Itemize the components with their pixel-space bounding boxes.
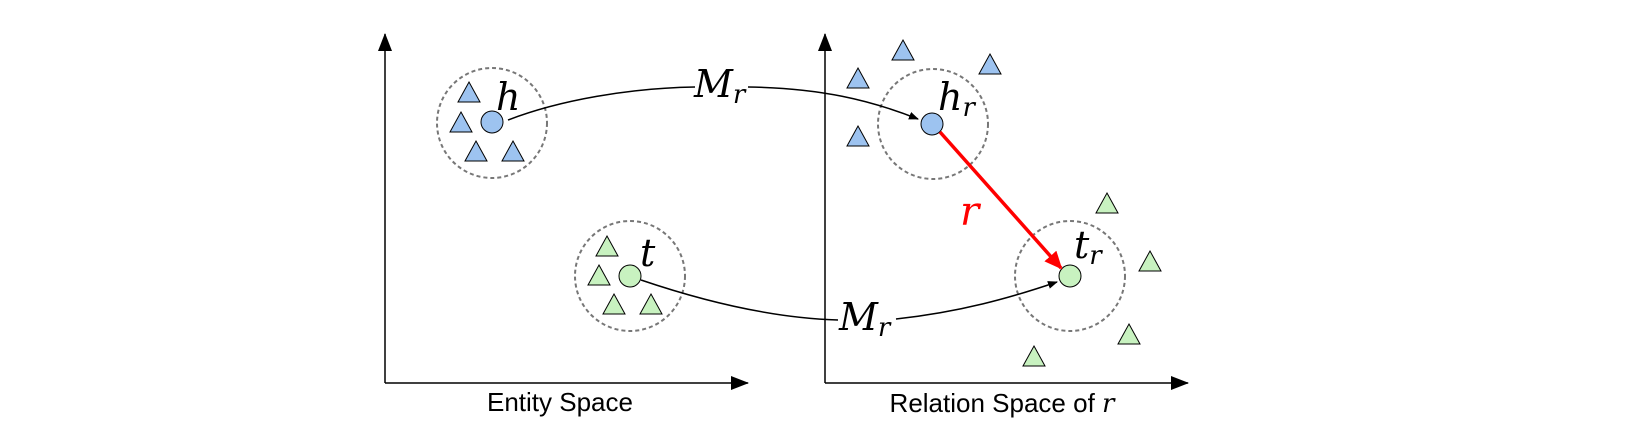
right-axes [818, 33, 1189, 390]
projected-tail-triangle [1095, 191, 1119, 214]
head-label: h [496, 75, 520, 119]
head-neighbor-triangle [501, 139, 525, 162]
relation-translation: r [938, 130, 1063, 270]
projected-head-triangle [978, 52, 1002, 75]
left-axes [378, 33, 749, 390]
tail-neighbor-triangle [639, 292, 663, 315]
projected-head-triangle [891, 38, 915, 61]
relation-space-title: Relation Space of r [890, 388, 1116, 419]
projected-tail-ring [1014, 220, 1126, 332]
head-neighbor-triangle [457, 80, 481, 103]
right-tail-cluster: tr [1014, 191, 1162, 367]
projected-tail-triangle [1138, 249, 1162, 272]
tail-entity-node [618, 264, 642, 288]
entity-space-title: Entity Space [487, 387, 633, 417]
projection-bottom: Mr [640, 280, 1057, 343]
left-tail-cluster: t [574, 220, 686, 332]
head-neighbor-triangle [464, 139, 488, 162]
projected-head-triangle [846, 66, 870, 89]
relation-arrow [938, 130, 1063, 270]
projected-tail-node [1058, 264, 1082, 288]
projection-arrow-head [507, 86, 918, 120]
projected-tail-label: tr [1074, 223, 1103, 271]
projection-matrix-label: Mr [838, 295, 892, 343]
projection-arrow-tail [640, 280, 1057, 321]
left-head-cluster: h [436, 67, 548, 179]
relation-label: r [960, 189, 982, 235]
head-neighbor-triangle [449, 110, 473, 133]
tail-cluster-ring [574, 220, 686, 332]
tail-neighbor-triangle [595, 234, 619, 257]
head-entity-node [480, 110, 504, 134]
right-head-cluster: hr [846, 38, 1002, 180]
projected-head-ring [877, 68, 989, 180]
projection-top: Mr [507, 62, 918, 120]
tail-label: t [640, 231, 656, 275]
projection-matrix-label: Mr [693, 62, 747, 110]
head-cluster-ring [436, 67, 548, 179]
projected-head-triangle [846, 124, 870, 147]
tail-neighbor-triangle [587, 263, 611, 286]
projected-tail-triangle [1117, 322, 1141, 345]
projected-tail-triangle [1022, 344, 1046, 367]
tail-neighbor-triangle [602, 292, 626, 315]
projected-head-label: hr [938, 75, 976, 123]
